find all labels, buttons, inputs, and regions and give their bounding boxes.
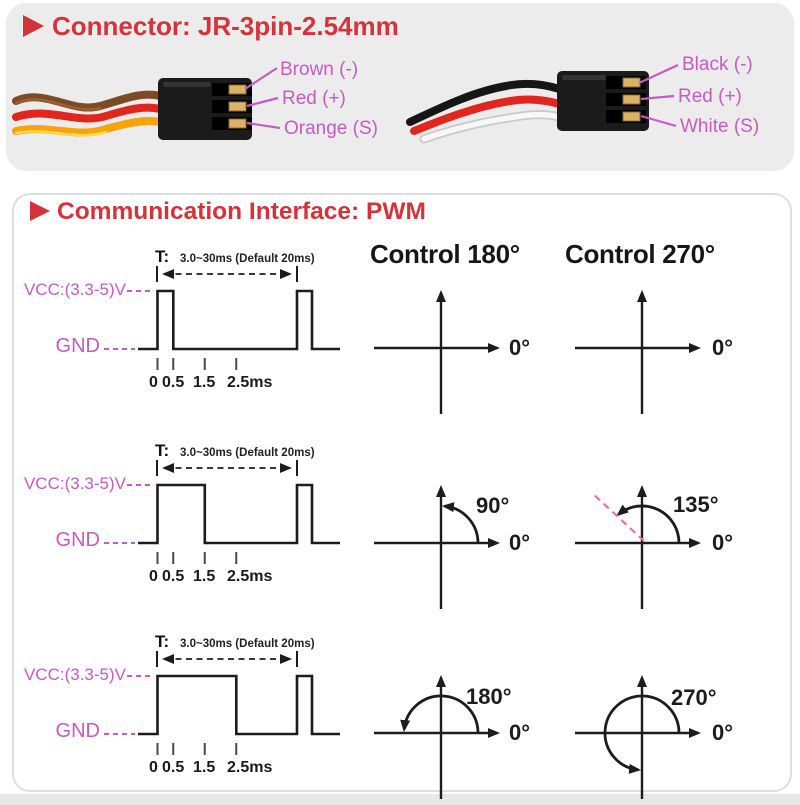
leader-line	[246, 96, 279, 108]
left-pin-label-brown: Brown (-)	[280, 59, 359, 80]
gold-pin	[228, 84, 247, 95]
right-pin-label-black: Black (-)	[682, 54, 753, 75]
gold-pin	[622, 111, 641, 122]
gold-pin	[622, 77, 641, 88]
tick-label-25ms: 2.5ms	[227, 568, 273, 585]
vcc-label: VCC:(3.3-5)V	[23, 474, 126, 493]
red-wire	[12, 103, 164, 123]
red-wire	[410, 95, 563, 135]
leader-line	[640, 114, 677, 128]
tick-label-0: 0	[149, 759, 158, 776]
angle-label-270: 270°	[671, 685, 717, 710]
pwm-waveform-0-5ms	[104, 266, 340, 370]
column-header-control-180: Control 180°	[370, 239, 520, 269]
tick-label-05: 0.5	[162, 568, 185, 585]
gold-pin	[622, 94, 641, 105]
tick-label-0: 0	[149, 374, 158, 391]
brown-wire	[12, 90, 164, 112]
brown-wire-highlight	[14, 98, 102, 111]
period-range-label: 3.0~30ms (Default 20ms)	[180, 447, 315, 459]
period-range-label: 3.0~30ms (Default 20ms)	[180, 638, 315, 650]
angle-label-135: 135°	[673, 492, 719, 517]
tick-label-05: 0.5	[162, 759, 185, 776]
pwm-section-title: Communication Interface: PWM	[57, 198, 426, 225]
leader-line	[638, 64, 679, 84]
dial-270-neutral	[575, 290, 701, 414]
tick-label-15: 1.5	[193, 568, 216, 585]
dial-270-135deg	[575, 485, 701, 609]
left-connector-gloss	[163, 82, 211, 87]
pwm-waveform-1-5ms	[104, 460, 340, 564]
gnd-label: GND	[55, 335, 100, 357]
zero-degree-label: 0°	[509, 530, 531, 555]
tick-label-15: 1.5	[193, 759, 216, 776]
period-label: T:	[155, 441, 170, 460]
orange-wire	[12, 116, 164, 137]
angle-label-90: 90°	[476, 493, 510, 518]
leader-line	[246, 121, 281, 130]
right-pin-label-white: White (S)	[680, 116, 760, 137]
left-pin-label-orange: Orange (S)	[284, 118, 378, 139]
dial-270-270deg	[575, 675, 701, 799]
tick-label-25ms: 2.5ms	[227, 374, 273, 391]
pwm-section-panel	[12, 193, 792, 792]
period-range-label: 3.0~30ms (Default 20ms)	[180, 253, 315, 265]
vcc-label: VCC:(3.3-5)V	[23, 280, 126, 299]
tick-label-15: 1.5	[193, 374, 216, 391]
right-connector-photo	[406, 64, 679, 144]
connector-section-panel	[6, 3, 794, 171]
pwm-waveform-2-5ms	[104, 651, 340, 755]
gold-pin	[228, 118, 247, 129]
column-header-control-270: Control 270°	[565, 239, 715, 269]
triangle-bullet-icon	[23, 15, 44, 37]
period-label: T:	[155, 247, 170, 266]
triangle-bullet-icon	[30, 201, 50, 221]
dial-180-180deg	[374, 675, 500, 799]
dial-180-90deg	[374, 485, 500, 609]
leader-line	[244, 67, 278, 90]
right-connector-gloss	[562, 75, 606, 80]
orange-wire-highlight	[14, 130, 108, 137]
zero-degree-label: 0°	[712, 720, 734, 745]
vcc-label: VCC:(3.3-5)V	[23, 665, 126, 684]
bottom-strip	[0, 794, 800, 805]
zero-degree-label: 0°	[509, 335, 531, 360]
zero-degree-label: 0°	[712, 530, 734, 555]
white-wire	[421, 112, 562, 142]
tick-label-0: 0	[149, 568, 158, 585]
zero-degree-label: 0°	[509, 720, 531, 745]
angle-label-180: 180°	[466, 684, 512, 709]
gold-pin	[228, 101, 247, 112]
left-connector-photo	[12, 67, 281, 140]
zero-degree-label: 0°	[712, 335, 734, 360]
tick-label-05: 0.5	[162, 374, 185, 391]
period-label: T:	[155, 632, 170, 651]
leader-line	[640, 94, 675, 101]
dial-180-neutral	[374, 290, 500, 414]
gnd-label: GND	[55, 529, 100, 551]
gnd-label: GND	[55, 720, 100, 742]
connector-section-title: Connector: JR-3pin-2.54mm	[52, 11, 399, 41]
tick-label-25ms: 2.5ms	[227, 759, 273, 776]
black-wire	[406, 79, 563, 126]
right-pin-label-red: Red (+)	[678, 86, 742, 107]
left-pin-label-red: Red (+)	[282, 88, 346, 109]
